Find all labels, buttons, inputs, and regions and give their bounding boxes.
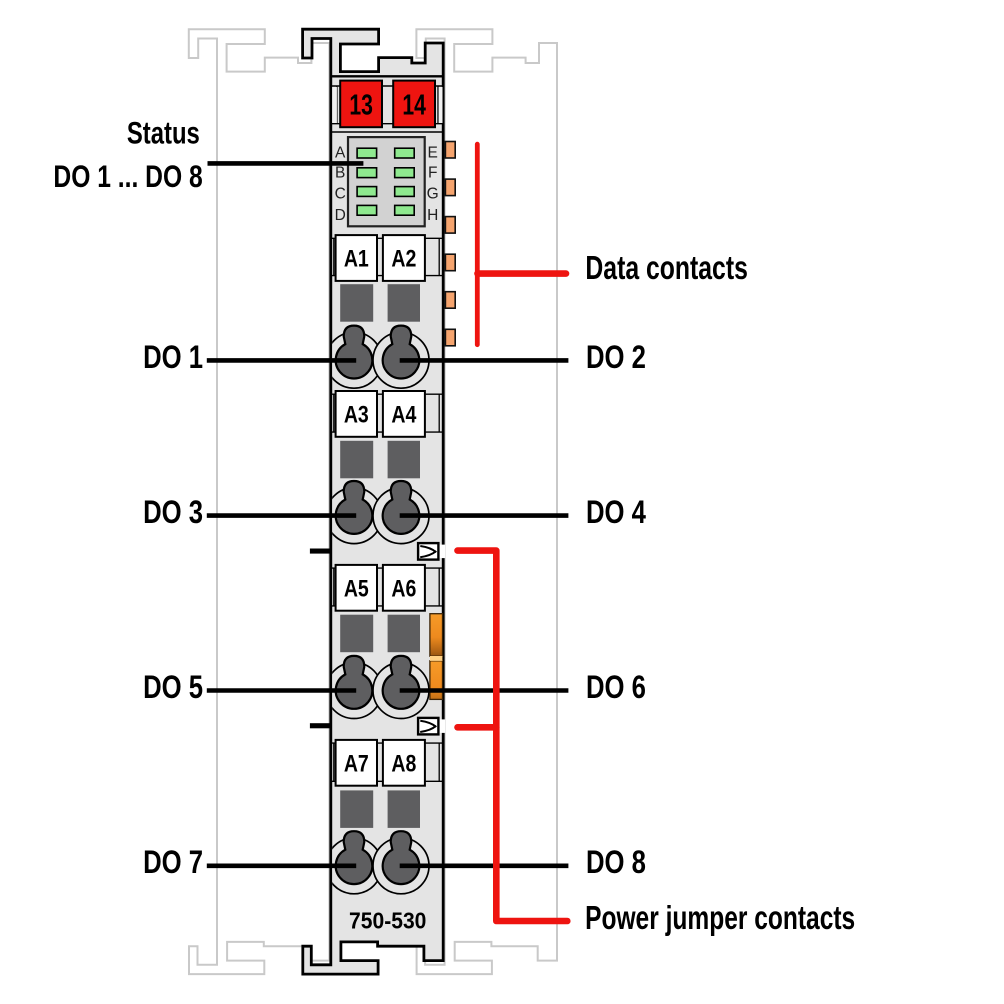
svg-text:A1: A1: [344, 245, 369, 272]
svg-text:A6: A6: [391, 574, 416, 601]
svg-text:A7: A7: [344, 749, 369, 776]
svg-text:D: D: [335, 207, 346, 224]
svg-text:A4: A4: [391, 401, 416, 428]
svg-text:DO 6: DO 6: [586, 670, 646, 705]
svg-text:DO 1 ... DO 8: DO 1 ... DO 8: [53, 158, 202, 194]
svg-text:14: 14: [402, 89, 426, 121]
svg-text:C: C: [335, 185, 346, 202]
svg-text:DO 5: DO 5: [143, 670, 203, 705]
svg-text:Status: Status: [127, 115, 200, 150]
svg-text:F: F: [428, 165, 437, 182]
svg-text:A2: A2: [391, 245, 416, 272]
svg-text:DO 2: DO 2: [586, 340, 646, 375]
svg-text:B: B: [335, 165, 345, 182]
svg-text:DO 1: DO 1: [143, 340, 203, 375]
svg-text:DO 8: DO 8: [586, 846, 646, 881]
svg-text:13: 13: [349, 89, 373, 121]
svg-text:750-530: 750-530: [349, 907, 426, 933]
svg-text:DO 3: DO 3: [143, 495, 203, 530]
svg-text:A5: A5: [344, 574, 369, 601]
svg-text:A8: A8: [391, 749, 416, 776]
svg-text:Data contacts: Data contacts: [585, 251, 747, 287]
svg-text:Power jumper contacts: Power jumper contacts: [585, 901, 855, 937]
svg-text:DO 4: DO 4: [586, 495, 646, 530]
svg-text:E: E: [428, 144, 438, 161]
svg-text:A3: A3: [344, 401, 369, 428]
svg-text:H: H: [427, 207, 438, 224]
svg-text:A: A: [335, 144, 346, 161]
svg-text:DO 7: DO 7: [143, 846, 203, 881]
svg-text:G: G: [427, 185, 439, 202]
